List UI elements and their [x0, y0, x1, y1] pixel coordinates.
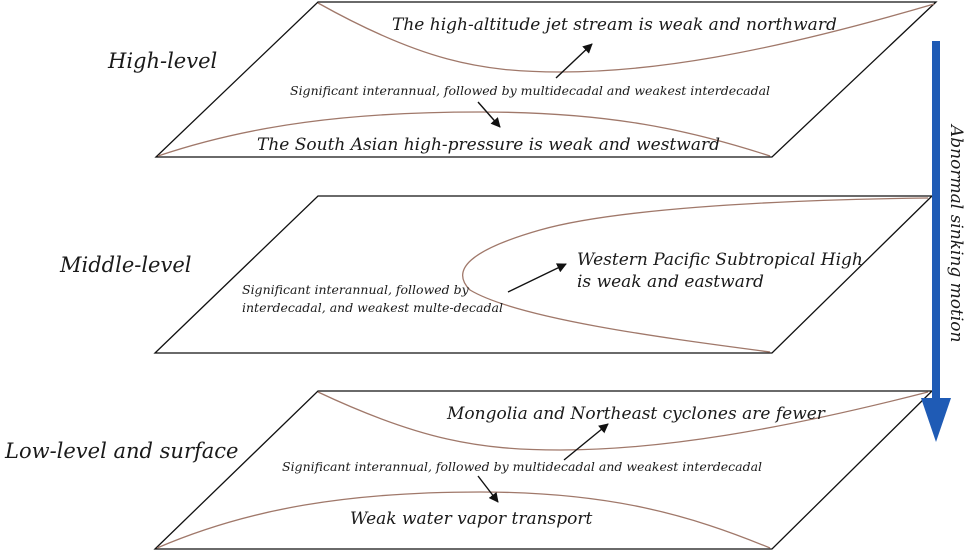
low-level-plane-group: Mongolia and Northeast cyclones are fewe… [153, 390, 934, 550]
sinking-motion-arrow-shaft [932, 41, 940, 401]
sinking-motion-label: Abnormal sinking motion [946, 123, 966, 342]
high-level-south-asian-text: The South Asian high-pressure is weak an… [257, 135, 720, 155]
middle-level-subtropical-high-line2: is weak and eastward [577, 272, 764, 292]
sinking-motion-arrow-head [921, 398, 951, 442]
low-level-plane [153, 390, 934, 550]
low-level-variability-text: Significant interannual, followed by mul… [282, 459, 762, 474]
low-level-label: Low-level and surface [4, 439, 238, 463]
high-level-arrow-up [555, 43, 593, 79]
high-level-plane [154, 1, 938, 158]
low-level-cyclone-text: Mongolia and Northeast cyclones are fewe… [446, 404, 826, 424]
middle-level-variability-line2: interdecadal, and weakest multe-decadal [242, 300, 503, 315]
middle-level-plane [153, 195, 934, 354]
high-level-jet-stream-text: The high-altitude jet stream is weak and… [392, 15, 837, 35]
low-level-arrow-up [563, 423, 609, 461]
high-level-jet-curve [317, 2, 935, 73]
low-level-vapor-curve [156, 491, 771, 549]
high-level-south-asian-curve [157, 111, 771, 157]
middle-level-subtropical-high-curve [462, 197, 929, 353]
middle-level-arrow [507, 263, 567, 293]
sinking-motion-arrow [921, 41, 951, 442]
low-level-water-vapor-text: Weak water vapor transport [350, 509, 592, 529]
high-level-plane-group: The high-altitude jet stream is weak and… [154, 1, 938, 158]
middle-level-label: Middle-level [59, 253, 192, 277]
middle-level-variability-line1: Significant interannual, followed by [242, 282, 470, 297]
low-level-cyclone-curve [317, 391, 929, 451]
low-level-arrow-down [477, 475, 499, 503]
middle-level-plane-group: Western Pacific Subtropical High is weak… [153, 195, 934, 354]
middle-level-subtropical-high-line1: Western Pacific Subtropical High [577, 250, 863, 270]
high-level-label: High-level [107, 49, 217, 73]
high-level-variability-text: Significant interannual, followed by mul… [290, 83, 770, 98]
high-level-arrow-down [477, 101, 501, 128]
